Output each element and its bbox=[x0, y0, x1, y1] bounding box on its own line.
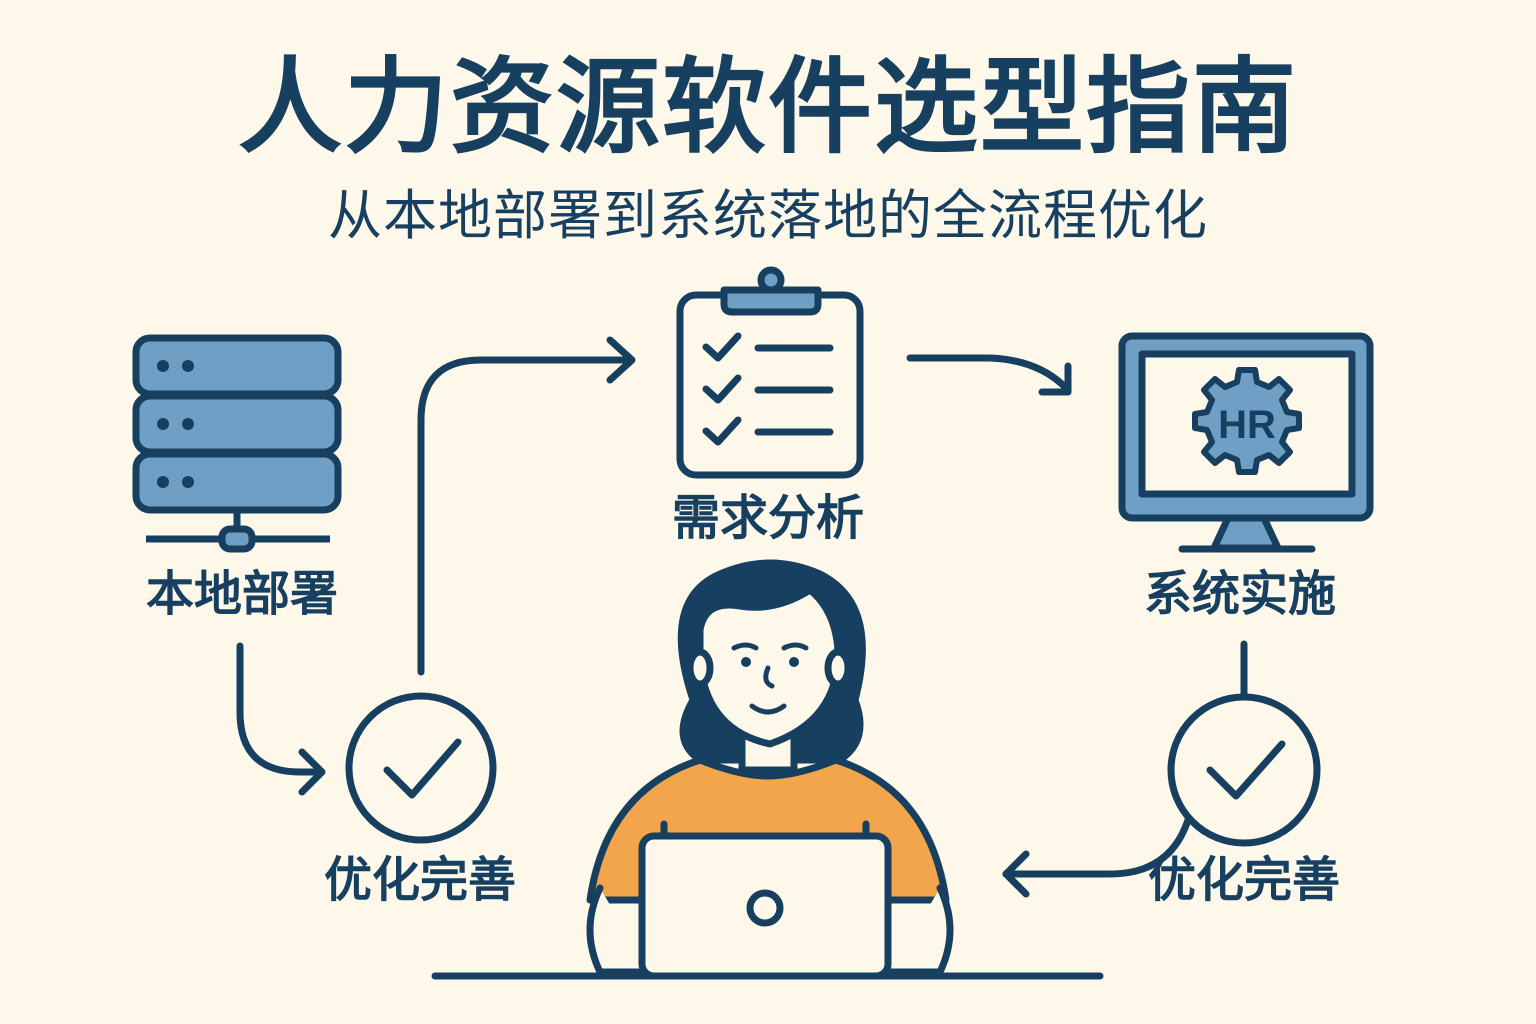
step-label-optimize-right: 优化完善 bbox=[1147, 852, 1340, 908]
laptop-logo bbox=[746, 889, 784, 927]
arrow-needs-to-impl bbox=[906, 354, 1072, 394]
step-label-system-impl: 系统实施 bbox=[1143, 566, 1336, 622]
step-label-needs-analysis: 需求分析 bbox=[671, 490, 864, 546]
hr-badge-text: HR bbox=[1218, 403, 1276, 447]
step-label-local-deploy: 本地部署 bbox=[145, 566, 338, 622]
gear-icon bbox=[1192, 367, 1302, 475]
arrow-optimize-to-needs bbox=[417, 356, 634, 676]
person-at-laptop bbox=[431, 559, 1104, 980]
checklist-clipboard-icon bbox=[676, 266, 864, 479]
arrow-optimize-to-center bbox=[1002, 816, 1192, 878]
page-subtitle: 从本地部署到系统落地的全流程优化 bbox=[328, 184, 1208, 247]
check-circle-icon bbox=[1167, 693, 1321, 847]
page-title: 人力资源软件选型指南 bbox=[237, 46, 1298, 168]
arrow-local-to-optimize bbox=[236, 642, 324, 776]
server-icon bbox=[132, 334, 342, 553]
check-circle-icon bbox=[345, 692, 497, 844]
step-label-optimize-left: 优化完善 bbox=[323, 852, 516, 908]
flow-arrows bbox=[236, 336, 1248, 898]
monitor-hr-gear-icon: HR bbox=[1118, 332, 1374, 553]
